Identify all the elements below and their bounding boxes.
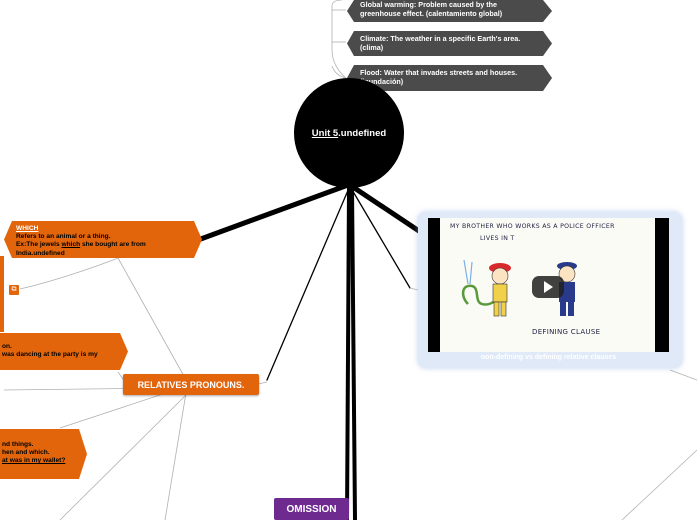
attachment-icon[interactable]: ⧉ bbox=[8, 284, 20, 296]
who-line1: on. bbox=[2, 343, 12, 350]
which-line3: India.undefined bbox=[16, 249, 65, 257]
things-line2: hen and which. bbox=[2, 449, 50, 457]
video-handwriting-top: MY BROTHER WHO WORKS AS A POLICE OFFICER bbox=[450, 223, 615, 230]
video-handwriting-bottom: DEFINING CLAUSE bbox=[532, 328, 601, 336]
thick-branch-omission-b bbox=[350, 186, 357, 520]
thin-branch-video bbox=[350, 187, 411, 289]
relatives-pronouns-node[interactable]: RELATIVES PRONOUNS. bbox=[123, 374, 259, 395]
things-node[interactable]: nd things. hen and which. at was in my w… bbox=[0, 429, 87, 479]
vocab-flood[interactable]: Flood: Water that invades streets and ho… bbox=[347, 65, 552, 91]
video-caption[interactable]: non-defining vs defining relative clause… bbox=[480, 354, 617, 361]
relatives-connectors bbox=[59, 392, 189, 520]
right-edge-connectors bbox=[669, 369, 697, 381]
which-heading: WHICH bbox=[16, 225, 39, 232]
central-topic-title: Unit 5.undefined bbox=[312, 128, 386, 139]
vocab-climate-text-visible: Climate: The weather in a specific Earth… bbox=[360, 34, 521, 52]
thick-branch-video bbox=[347, 182, 428, 238]
which-line2-key: which bbox=[61, 241, 81, 249]
which-line2: Ex:The jewels which she bought are from bbox=[16, 241, 188, 249]
who-line2: was dancing at the party is my bbox=[2, 351, 98, 359]
things-line3-text: at was in my wallet? bbox=[2, 457, 66, 465]
which-line1: Refers to an animal or a thing. bbox=[16, 233, 111, 241]
video-card[interactable]: MY BROTHER WHO WORKS AS A POLICE OFFICER… bbox=[418, 212, 682, 368]
video-handwriting-top2: LIVES IN T bbox=[480, 235, 515, 242]
omission-node[interactable]: OMISSION bbox=[274, 498, 349, 520]
play-button-icon[interactable] bbox=[532, 276, 564, 298]
firefighter-illustration bbox=[461, 259, 511, 317]
video-player[interactable]: MY BROTHER WHO WORKS AS A POLICE OFFICER… bbox=[428, 218, 669, 352]
vocab-connector bbox=[331, 0, 349, 81]
omission-label: OMISSION bbox=[286, 503, 337, 515]
thin-branch-relatives bbox=[266, 187, 350, 381]
central-topic-link[interactable]: Unit 5 bbox=[311, 127, 339, 139]
vocab-climate[interactable]: Global warming: Problem caused by the gr… bbox=[347, 31, 552, 56]
thick-branch-omission-a bbox=[345, 186, 351, 520]
vocab-global-warming-text: Global warming: Problem caused by the gr… bbox=[360, 0, 503, 18]
vocab-flood-text: Flood: Water that invades streets and ho… bbox=[360, 68, 518, 86]
video-thumbnail: MY BROTHER WHO WORKS AS A POLICE OFFICER… bbox=[440, 218, 655, 352]
which-node[interactable]: WHICH Refers to an animal or a thing. Ex… bbox=[4, 221, 202, 258]
central-topic-suffix: .undefined bbox=[338, 127, 387, 139]
which-line2-pre: Ex:The jewels bbox=[16, 241, 62, 249]
police-illustration bbox=[557, 262, 577, 316]
vocab-global-warming[interactable]: Global warming: Problem caused by the gr… bbox=[347, 0, 552, 22]
who-node[interactable]: on. was dancing at the party is my bbox=[0, 333, 128, 370]
relatives-pronouns-label: RELATIVES PRONOUNS. bbox=[137, 379, 245, 390]
thick-branch-which bbox=[195, 182, 351, 243]
central-topic[interactable]: Unit 5.undefined bbox=[294, 78, 404, 188]
which-line2-post: she bought are from bbox=[80, 241, 146, 249]
left-edge-orange-strip bbox=[0, 256, 4, 332]
things-line1: nd things. bbox=[2, 441, 34, 448]
things-line3: at was in my wallet? bbox=[2, 457, 73, 465]
